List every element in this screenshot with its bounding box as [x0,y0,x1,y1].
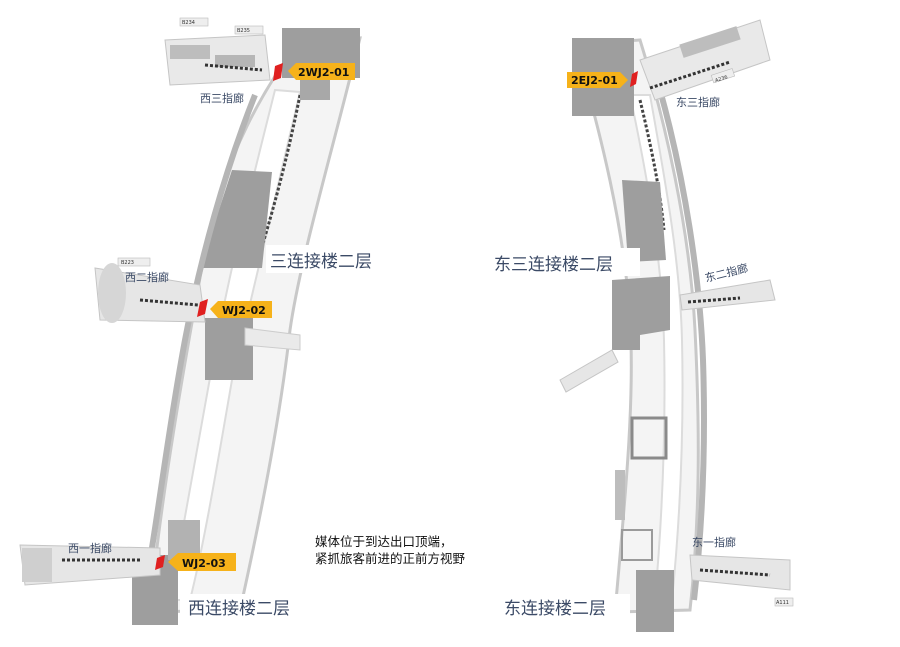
ad-code-label: WJ2-03 [182,557,226,570]
east-block-mid [622,180,666,262]
ad-point-2wj2-01[interactable]: 2WJ2-01 [273,63,355,81]
gate-a236-label: A236 [714,74,728,84]
west-map-title: 西连接楼二层 [188,599,290,619]
gate-b235-label: B235 [237,28,250,34]
ad-code-label: WJ2-02 [222,304,266,317]
west-map: B234 B235 B223 西三指廊 西二指廊 西一指廊 三连接楼二层 西连接… [19,17,396,625]
ad-code-label: 2EJ2-01 [571,74,618,87]
east-wing-3-label: 东三指廊 [676,95,720,109]
east-room-2 [615,470,625,520]
west-block-mid [200,170,272,268]
east-right-wall [657,89,707,601]
gate-b223-label: B223 [121,260,134,266]
east-pier-2 [559,279,776,393]
east-map: A236 A111 东三指廊 东二指廊 东一指廊 东三连接楼二层 东连接楼二层 … [490,19,794,632]
east-room-1 [630,416,668,460]
gate-a111-label: A111 [776,600,789,606]
gate-b234-label: B234 [182,20,195,26]
west-left-wall [147,93,258,561]
west-pier-1 [19,544,161,586]
east-block-mid2 [612,276,670,350]
ad-point-2ej2-01[interactable]: 2EJ2-01 [567,71,638,88]
west-section-label: 三连接楼二层 [270,252,372,272]
east-map-title: 东连接楼二层 [504,599,606,619]
ad-point-wj2-03[interactable]: WJ2-03 [155,553,236,571]
note-line-1: 媒体位于到达出口顶端， [315,534,453,549]
east-block-bottom [636,570,674,632]
west-block-mid2 [205,318,253,380]
ad-point-wj2-02[interactable]: WJ2-02 [197,299,272,318]
west-pier-2: B223 [94,257,206,323]
ad-code-label: 2WJ2-01 [298,66,349,79]
east-room-3 [621,529,653,561]
media-note: 媒体位于到达出口顶端， 紧抓旅客前进的正前方视野 [315,533,465,567]
west-moving-walkway [256,94,302,261]
east-section-label: 东三连接楼二层 [494,255,613,275]
west-wing-1-label: 西一指廊 [68,541,112,555]
west-pier-3: B234 B235 [164,17,271,86]
note-line-2: 紧抓旅客前进的正前方视野 [315,551,466,566]
west-stub [244,327,301,351]
east-wing-2-label: 东二指廊 [703,261,749,285]
east-moving-walkway [638,99,666,231]
east-pier-3: A236 [639,19,771,101]
west-wing-2-label: 西二指廊 [125,270,169,284]
east-wing-1-label: 东一指廊 [692,535,736,549]
west-wing-3-label: 西三指廊 [200,91,244,105]
east-pier-1: A111 [689,554,794,607]
